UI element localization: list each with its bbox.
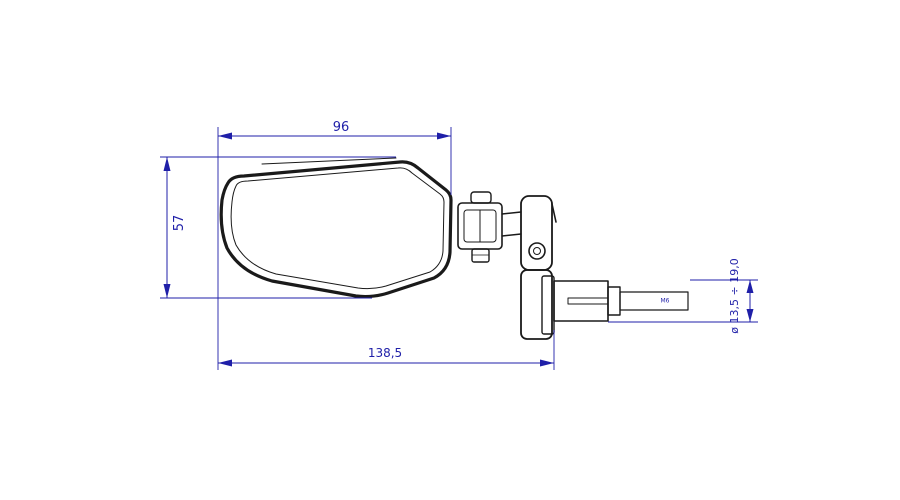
expander-body	[553, 280, 609, 322]
bar-clamp	[520, 195, 557, 340]
dimension-diameter: ø 13,5 ÷ 19,0	[608, 258, 758, 334]
dimension-height: 57	[160, 156, 396, 299]
hinge-lower-nut	[471, 248, 490, 263]
m6-threaded-rod	[619, 291, 689, 311]
arrowhead-diameter-bottom	[746, 309, 754, 322]
arrowhead-overall-left	[218, 359, 232, 367]
arrowhead-overall-right	[540, 359, 554, 367]
arrowhead-width-right	[437, 132, 451, 140]
hinge-joint	[457, 191, 522, 263]
clamp-top-tab	[551, 203, 557, 223]
mirror-top-highlight	[261, 157, 397, 165]
dimension-height-label: 57	[172, 215, 187, 232]
dimension-width: 96	[217, 120, 452, 370]
hinge-upper-bolt	[470, 191, 492, 204]
hinge-stem	[501, 211, 522, 237]
dimension-diameter-label: ø 13,5 ÷ 19,0	[728, 258, 741, 333]
arrowhead-height-bottom	[163, 284, 171, 298]
expander-step	[607, 286, 621, 316]
clamp-body-lower	[520, 269, 553, 340]
thread-label: M6	[661, 298, 670, 305]
clamp-screw-outer	[528, 242, 546, 260]
arrowhead-height-top	[163, 157, 171, 171]
expander-slot	[567, 297, 609, 305]
mirror-glass-inner	[230, 167, 445, 290]
dimension-width-label: 96	[333, 120, 350, 135]
mirror-outer-housing	[219, 160, 453, 299]
clamp-screw-inner	[533, 247, 541, 255]
dimension-overall-length: 138,5	[218, 330, 555, 370]
arrowhead-diameter-top	[746, 280, 754, 293]
mirror-head	[219, 157, 453, 299]
bar-end-shaft: M6	[553, 280, 689, 322]
arrowhead-width-left	[218, 132, 232, 140]
dimension-overall-label: 138,5	[368, 346, 402, 360]
